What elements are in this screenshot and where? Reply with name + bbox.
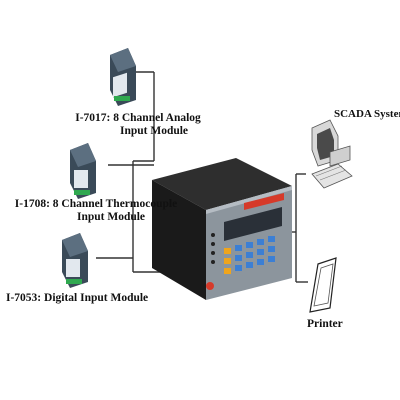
controller-left-buttons (211, 233, 215, 264)
module-i1708-label: I-1708: 8 Channel Thermocouple Input Mod… (6, 198, 186, 224)
module-i1708-line1: I-1708: 8 Channel Thermocouple (14, 198, 178, 210)
module-i7017-line1: I-7017: 8 Channel Analog (75, 112, 201, 124)
module-i7053-line1: I-7053: Digital Input Module (6, 292, 149, 304)
connection-lines (96, 71, 308, 283)
printer-icon (309, 257, 337, 313)
module-i1708-device (70, 143, 96, 199)
controller-power-button (206, 282, 214, 290)
module-i7053-device (62, 233, 88, 288)
module-i7053-label: I-7053: Digital Input Module (6, 292, 148, 305)
module-i7017-line2: Input Module (119, 125, 189, 137)
module-i1708-line2: Input Module (76, 211, 146, 223)
scada-computer-icon (311, 119, 353, 189)
controller-keypad (224, 236, 275, 274)
printer-label: Printer (307, 318, 343, 330)
controller-unit (152, 158, 292, 300)
module-i7017-device (110, 48, 136, 106)
scada-label: SCADA System (334, 108, 400, 120)
module-i7017-label: I-7017: 8 Channel Analog Input Module (68, 112, 208, 138)
controller-screen (224, 207, 282, 241)
